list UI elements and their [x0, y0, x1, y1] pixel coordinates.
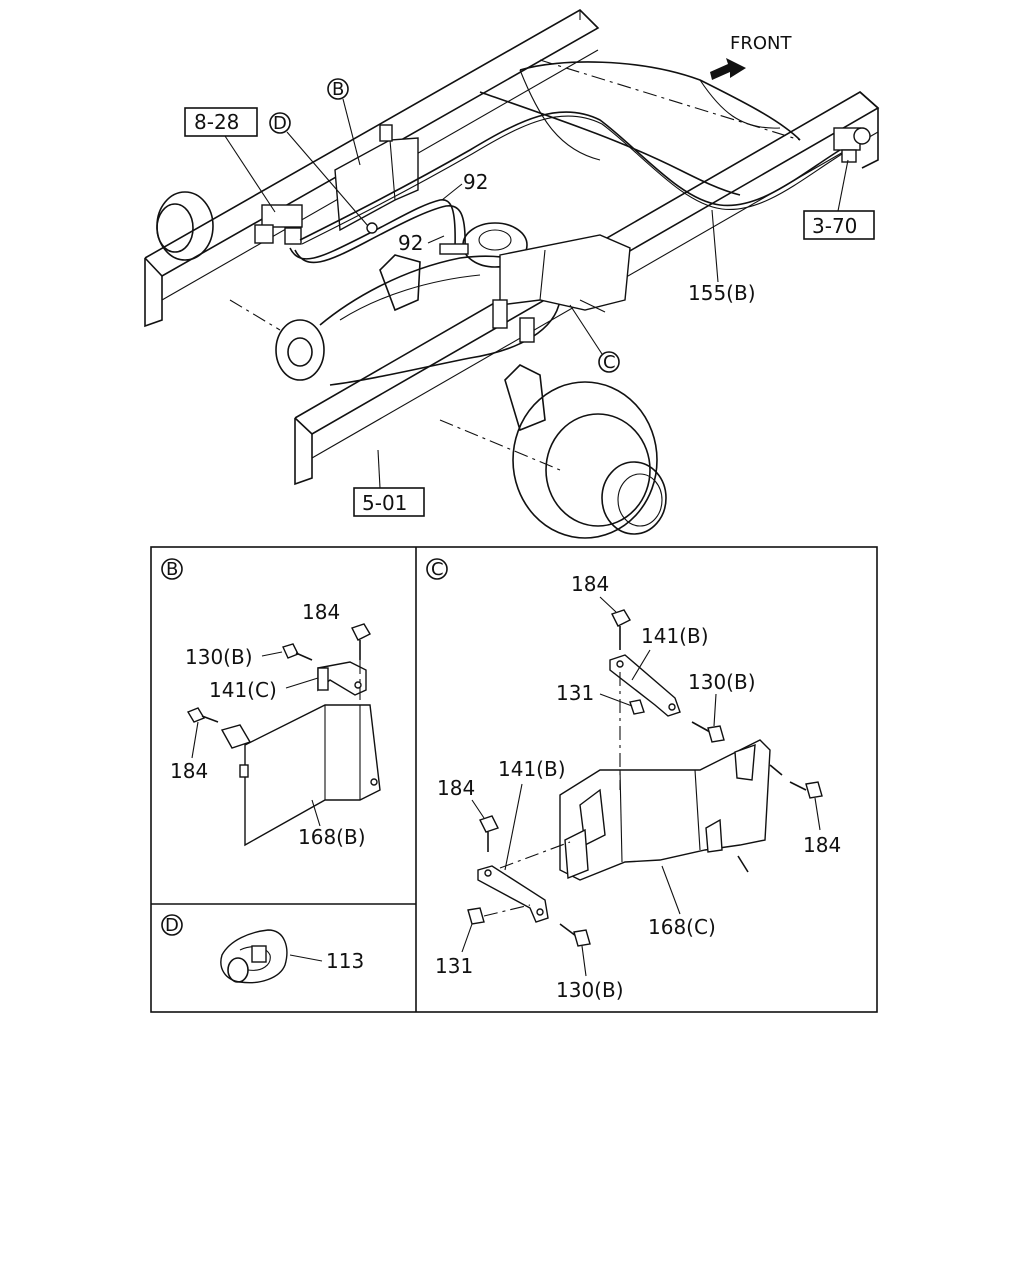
detail-b-letter: B [166, 559, 178, 580]
front-label: FRONT [730, 33, 792, 54]
cross-member [479, 61, 801, 196]
label-113-d: 113 [289, 949, 364, 973]
detail-c-168c: 168(C) [648, 915, 716, 939]
part-92-upper: 92 [463, 170, 488, 194]
label-168b-b: 168(B) [298, 799, 366, 849]
bracket-141b-left [477, 841, 571, 923]
front-arrow-icon [710, 58, 746, 80]
front-direction-indicator: FRONT [710, 33, 792, 80]
label-130b-top-c: 130(B) [688, 670, 756, 727]
label-184-left-b: 184 [170, 721, 208, 783]
label-141b-left-c: 141(B) [498, 757, 566, 871]
bolt-130b-b [282, 643, 313, 661]
detail-b-141c: 141(C) [209, 678, 277, 702]
nut-131-top-c [629, 699, 645, 715]
bolt-184-left-c [479, 815, 499, 852]
label-141c-b: 141(C) [209, 677, 319, 702]
air-pipes-92 [289, 199, 469, 264]
pipe-155b [299, 111, 843, 245]
center-lines [229, 59, 801, 471]
detail-d: D 113 [161, 914, 364, 984]
callout-c-letter: C [603, 352, 616, 373]
detail-c-marker: C [426, 558, 448, 580]
bolt-184-left-b [186, 707, 219, 723]
part-92-lower: 92 [398, 231, 423, 255]
detail-panels-frame [150, 546, 878, 1013]
bolt-184-right-c [789, 781, 823, 799]
bracket-assembly-b [334, 124, 419, 232]
callout-d: D [269, 112, 369, 227]
detail-d-marker: D [161, 914, 183, 936]
part-155b: 155(B) [688, 281, 756, 305]
ref-box-5-01: 5-01 [353, 449, 425, 517]
detail-c-141b-top: 141(B) [641, 624, 709, 648]
detail-d-113: 113 [326, 949, 364, 973]
bolt-130b-top-c [691, 721, 725, 743]
bolt-130b-bottom-c [559, 923, 591, 947]
detail-c-184-left: 184 [437, 776, 475, 800]
ref-8-28-label: 8-28 [194, 110, 239, 134]
valve-block [254, 204, 303, 245]
detail-c-141b-left: 141(B) [498, 757, 566, 781]
detail-c-131-top: 131 [556, 681, 594, 705]
label-131-top-c: 131 [556, 681, 633, 707]
callout-b-letter: B [332, 79, 344, 100]
ref-box-8-28: 8-28 [184, 107, 276, 213]
detail-c-184-right: 184 [803, 833, 841, 857]
detail-c-131-bottom: 131 [435, 954, 473, 978]
label-155b: 155(B) [688, 209, 756, 305]
label-92-lower: 92 [398, 231, 445, 255]
bracket-141c [317, 661, 367, 696]
detail-c-184-top: 184 [571, 572, 609, 596]
guard-plate-168b [220, 704, 381, 847]
detail-b-184-top: 184 [302, 600, 340, 624]
detail-c: C [426, 558, 841, 1002]
detail-c-130b-bottom: 130(B) [556, 978, 624, 1002]
detail-d-letter: D [165, 915, 179, 936]
ref-box-3-70: 3-70 [803, 159, 875, 240]
bracket-assembly-c [492, 234, 631, 343]
label-131-bottom-c: 131 [435, 923, 473, 978]
nut-131-bottom-c [467, 904, 531, 925]
label-168c-c: 168(C) [648, 865, 716, 939]
callout-b: B [327, 78, 361, 166]
detail-b-marker: B [161, 558, 183, 580]
label-92-upper: 92 [441, 170, 488, 201]
detail-c-letter: C [431, 559, 444, 580]
bolt-184-top-c [611, 609, 631, 650]
label-184-top-c: 184 [571, 572, 617, 613]
detail-c-130b-top: 130(B) [688, 670, 756, 694]
main-assembly-view: FRONT 8-28 3-70 5-01 B D [144, 9, 880, 539]
label-184-left-c: 184 [437, 776, 485, 819]
callout-c: C [569, 304, 620, 373]
detail-b-168b: 168(B) [298, 825, 366, 849]
label-184-right-c: 184 [803, 797, 841, 857]
detail-b-130b: 130(B) [185, 645, 253, 669]
detail-b-184-left: 184 [170, 759, 208, 783]
ref-5-01-label: 5-01 [362, 491, 407, 515]
label-130b-bottom-c: 130(B) [556, 945, 624, 1002]
ref-3-70-label: 3-70 [812, 214, 857, 238]
label-184-top-b: 184 [302, 600, 340, 624]
guard-plate-168c [559, 739, 783, 881]
bracket-141b-top [609, 654, 681, 790]
callout-d-letter: D [273, 113, 287, 134]
far-axle-hub [156, 191, 214, 261]
detail-b: B [161, 558, 381, 849]
near-wheel-hub [504, 364, 667, 539]
label-130b-b: 130(B) [185, 645, 283, 669]
label-141b-top-c: 141(B) [631, 624, 709, 681]
bolt-184-top-b [351, 623, 371, 700]
valve-3-70 [833, 127, 871, 163]
clip-113 [220, 929, 288, 984]
